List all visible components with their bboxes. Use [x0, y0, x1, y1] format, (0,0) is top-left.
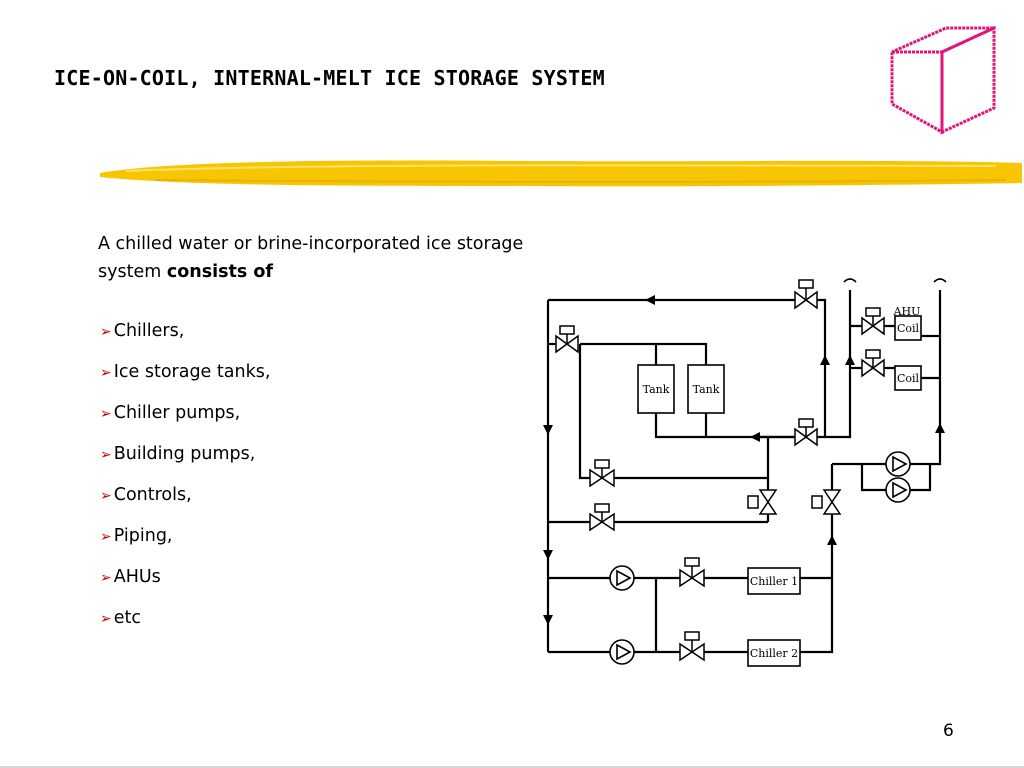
- pump-icon: [609, 565, 635, 591]
- chiller-label-2: Chiller 2: [750, 647, 798, 660]
- yellow-brush-stroke-divider: [100, 160, 1022, 187]
- coil-2: [894, 365, 922, 391]
- footer-divider: [0, 766, 1024, 768]
- list-item-text: AHUs: [113, 567, 161, 587]
- list-item: ➢AHUs: [100, 563, 270, 604]
- list-item-text: Chiller pumps,: [113, 403, 241, 423]
- valve-icon: [747, 489, 778, 515]
- coil-1: [894, 315, 922, 341]
- list-item-text: Piping,: [113, 526, 173, 546]
- list-item: ➢Piping,: [100, 522, 270, 563]
- valve-icon: [555, 325, 579, 354]
- arrow-bullet-icon: ➢: [100, 529, 112, 545]
- pump-icon: [885, 451, 911, 477]
- arrow-bullet-icon: ➢: [100, 365, 112, 381]
- list-item: ➢etc: [100, 604, 270, 645]
- cube-logo-icon: [890, 26, 996, 135]
- ahu-label: AHU: [893, 305, 921, 318]
- list-item: ➢Ice storage tanks,: [100, 358, 270, 399]
- list-item: ➢Chiller pumps,: [100, 399, 270, 440]
- valve-icon: [861, 349, 885, 378]
- intro-bold-text: consists of: [166, 262, 274, 282]
- valve-icon: [794, 279, 818, 310]
- pump-icon: [885, 477, 911, 503]
- tank-label-2: Tank: [693, 383, 720, 396]
- list-item: ➢Building pumps,: [100, 440, 270, 481]
- ice-storage-piping-diagram: Tank Tank AHU Coil Coil Chiller 1 Chille…: [543, 278, 947, 667]
- tank-label-1: Tank: [643, 383, 670, 396]
- intro-paragraph: A chilled water or brine-incorporated ic…: [98, 230, 548, 286]
- valve-icon: [589, 503, 615, 532]
- page-number: 6: [943, 721, 954, 741]
- chiller-label-1: Chiller 1: [750, 575, 798, 588]
- ice-storage-tank-1: [637, 364, 675, 414]
- list-item-text: etc: [113, 608, 141, 628]
- valve-icon: [794, 418, 818, 447]
- list-item-text: Controls,: [113, 485, 192, 505]
- valve-icon: [861, 307, 885, 336]
- intro-text: A chilled water or brine-incorporated ic…: [98, 234, 524, 282]
- arrow-bullet-icon: ➢: [100, 570, 112, 586]
- list-item: ➢Chillers,: [100, 317, 270, 358]
- valve-icon: [679, 631, 705, 662]
- valve-icon: [679, 557, 705, 588]
- slide-title: ICE-ON-COIL, INTERNAL-MELT ICE STORAGE S…: [54, 66, 605, 90]
- pump-icon: [609, 639, 635, 665]
- arrow-bullet-icon: ➢: [100, 447, 112, 463]
- list-item-text: Chillers,: [113, 321, 185, 341]
- arrow-bullet-icon: ➢: [100, 406, 112, 422]
- coil-label-1: Coil: [897, 322, 920, 335]
- chiller-2: [747, 639, 801, 667]
- list-item: ➢Controls,: [100, 481, 270, 522]
- chiller-1: [747, 567, 801, 595]
- ice-storage-tank-2: [687, 364, 725, 414]
- list-item-text: Ice storage tanks,: [113, 362, 271, 382]
- list-item-text: Building pumps,: [113, 444, 256, 464]
- coil-label-2: Coil: [897, 372, 920, 385]
- arrow-bullet-icon: ➢: [100, 611, 112, 627]
- valve-icon: [589, 459, 615, 488]
- valve-icon: [811, 489, 842, 515]
- component-list: ➢Chillers, ➢Ice storage tanks, ➢Chiller …: [100, 317, 270, 645]
- arrow-bullet-icon: ➢: [100, 324, 112, 340]
- arrow-bullet-icon: ➢: [100, 488, 112, 504]
